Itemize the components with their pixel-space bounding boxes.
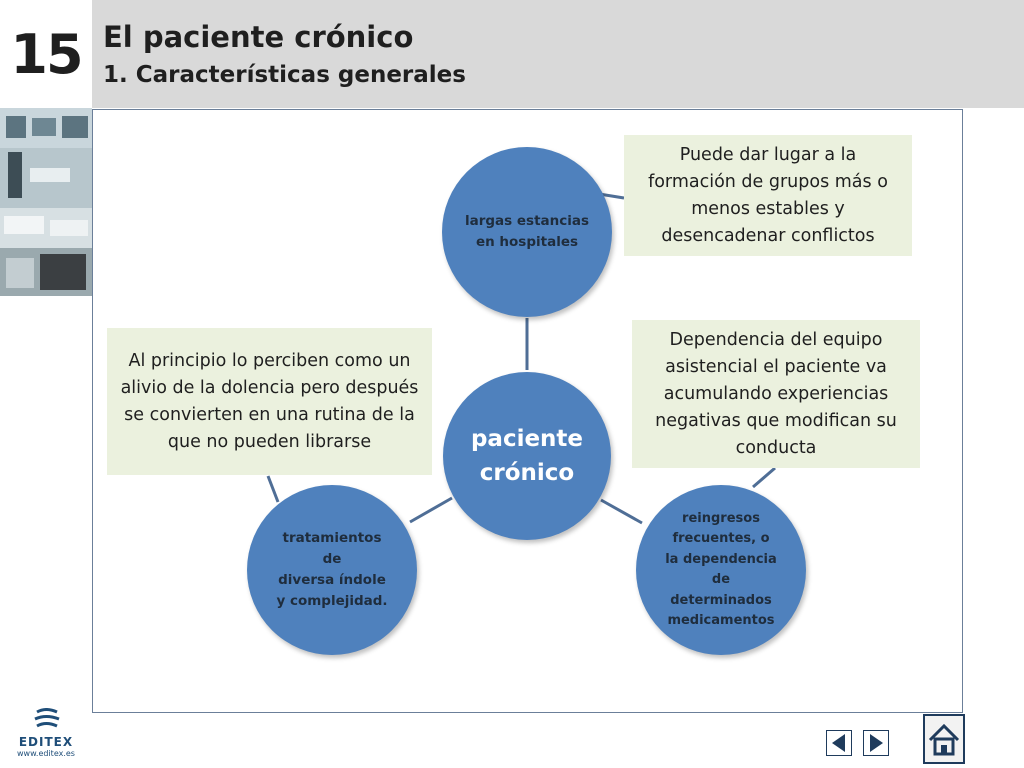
node-reingresos-label: reingresos frecuentes, o la dependencia … [665,510,777,629]
note-right-text: Dependencia del equipo asistencial el pa… [655,329,897,458]
node-tratamientos-label: tratamientos de diversa índole y complej… [276,530,388,609]
content-frame [92,109,963,713]
previous-arrow-icon [832,734,845,752]
connector-note-right [752,466,776,489]
editex-logo-icon [34,708,60,728]
note-right: Dependencia del equipo asistencial el pa… [632,320,920,468]
node-largas-estancias-label: largas estancias en hospitales [464,213,590,250]
node-paciente-cronico: paciente crónico [443,372,611,540]
node-reingresos: reingresos frecuentes, o la dependencia … [636,485,806,655]
connector-bottom-right [600,498,643,525]
home-icon [928,723,960,756]
hospital-photo [0,108,92,296]
chapter-number: 15 [10,22,83,86]
node-tratamientos: tratamientos de diversa índole y complej… [247,485,417,655]
note-top-right: Puede dar lugar a la formación de grupos… [624,135,912,256]
home-button[interactable] [923,714,965,764]
node-largas-estancias: largas estancias en hospitales [442,147,612,317]
logo-url: www.editex.es [17,749,75,758]
note-left-text: Al principio lo perciben como un alivio … [120,350,419,452]
logo-text: EDITEX [18,735,74,749]
note-top-right-text: Puede dar lugar a la formación de grupos… [648,144,888,246]
page-subtitle: 1. Características generales [103,62,466,88]
header-bar [92,0,1024,108]
connector-note-left [266,475,280,503]
previous-button[interactable] [826,730,852,756]
note-left: Al principio lo perciben como un alivio … [107,328,432,475]
page-title: El paciente crónico [103,20,414,54]
next-arrow-icon [870,734,883,752]
node-paciente-cronico-label: paciente crónico [470,426,584,486]
editex-logo: EDITEX www.editex.es [16,708,76,760]
connector-bottom-left [409,496,453,524]
next-button[interactable] [863,730,889,756]
